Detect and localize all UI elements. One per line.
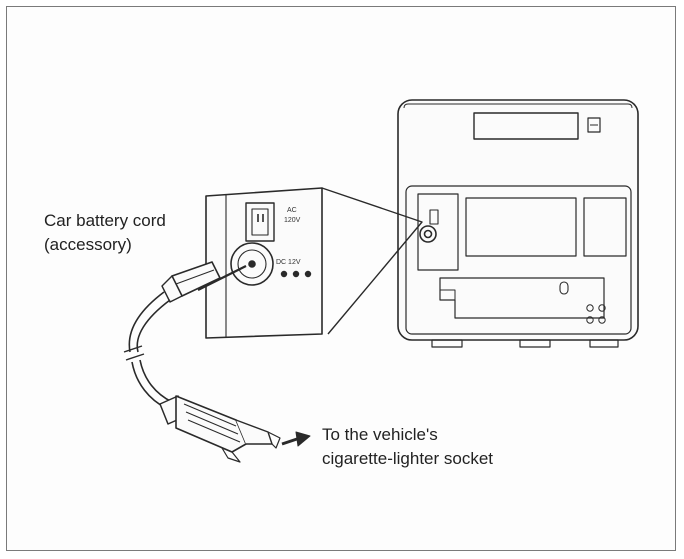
lighter-plug bbox=[159, 395, 281, 463]
ac-label: AC bbox=[287, 207, 297, 214]
destination-label-line1: To the vehicle's bbox=[322, 425, 438, 444]
destination-label-line2: cigarette-lighter socket bbox=[322, 449, 494, 468]
dc-socket-icon bbox=[230, 242, 274, 286]
indicator-dot bbox=[280, 270, 288, 278]
zoom-callout bbox=[321, 187, 423, 335]
indicator-dot bbox=[304, 270, 312, 278]
device-body bbox=[397, 99, 639, 348]
cord-plug bbox=[161, 261, 247, 303]
ac-outlet-icon bbox=[245, 202, 275, 242]
indicator-dot bbox=[292, 270, 300, 278]
handle-slot bbox=[473, 112, 579, 140]
cable bbox=[123, 291, 173, 409]
power-switch-icon bbox=[587, 117, 601, 133]
dc-label: DC 12V bbox=[276, 259, 301, 266]
enlarged-panel bbox=[205, 187, 323, 339]
cord-accessory-label: (accessory) bbox=[44, 235, 132, 254]
cord-title-label: Car battery cord bbox=[44, 211, 166, 230]
ac-voltage-label: 120V bbox=[284, 217, 301, 224]
